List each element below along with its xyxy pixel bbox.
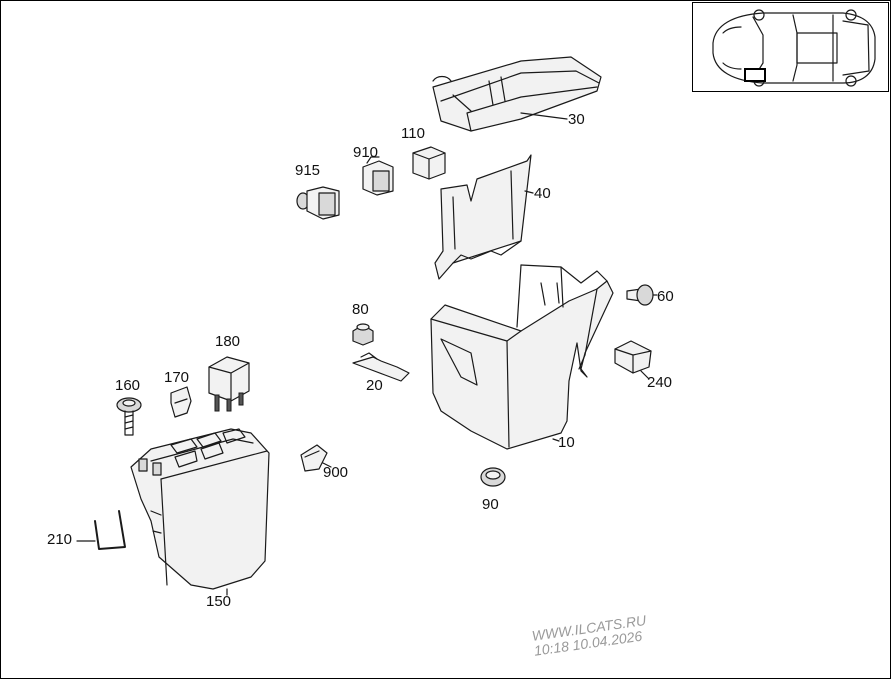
callout-20[interactable]: 20 <box>366 377 383 394</box>
part-10-housing[interactable] <box>430 264 614 450</box>
leader-240 <box>640 370 650 380</box>
leader-10 <box>552 438 560 442</box>
part-150-fuse-box[interactable] <box>130 428 270 590</box>
part-900-clip[interactable] <box>300 444 328 472</box>
callout-210[interactable]: 210 <box>47 531 73 548</box>
part-40-panel[interactable] <box>434 154 532 280</box>
part-110-plug[interactable] <box>412 146 446 180</box>
callout-90[interactable]: 90 <box>482 496 499 513</box>
callout-910[interactable]: 910 <box>353 144 379 161</box>
callout-80[interactable]: 80 <box>352 301 369 318</box>
part-240-block[interactable] <box>614 340 652 374</box>
callout-60[interactable]: 60 <box>657 288 674 305</box>
callout-110[interactable]: 110 <box>401 125 425 142</box>
callout-900[interactable]: 900 <box>323 464 349 481</box>
part-210-wire-clip[interactable] <box>94 510 126 550</box>
callout-240[interactable]: 240 <box>647 374 673 391</box>
vehicle-outline-drawing <box>712 9 876 87</box>
leader-30 <box>520 112 568 120</box>
part-60-pin[interactable] <box>626 284 654 306</box>
part-80-nut[interactable] <box>352 323 374 346</box>
callout-160[interactable]: 160 <box>115 377 141 394</box>
part-90-grommet[interactable] <box>480 467 506 487</box>
part-915-plug[interactable] <box>296 186 340 220</box>
part-170-fuse[interactable] <box>170 386 192 418</box>
callout-915[interactable]: 915 <box>295 162 321 179</box>
leader-900 <box>322 462 332 468</box>
callout-10[interactable]: 10 <box>558 434 575 451</box>
callout-40[interactable]: 40 <box>534 185 551 202</box>
callout-180[interactable]: 180 <box>215 333 241 350</box>
part-30-cover[interactable] <box>432 56 602 132</box>
part-160-screw[interactable] <box>116 397 142 436</box>
part-910-plug[interactable] <box>362 156 394 196</box>
vehicle-location-inset <box>692 2 889 92</box>
callout-170[interactable]: 170 <box>164 369 190 386</box>
part-20-bracket[interactable] <box>352 352 410 382</box>
callout-150[interactable]: 150 <box>206 593 232 610</box>
leader-40 <box>524 190 534 194</box>
part-180-relay[interactable] <box>208 356 250 412</box>
location-marker <box>744 68 766 82</box>
callout-30[interactable]: 30 <box>568 111 585 128</box>
